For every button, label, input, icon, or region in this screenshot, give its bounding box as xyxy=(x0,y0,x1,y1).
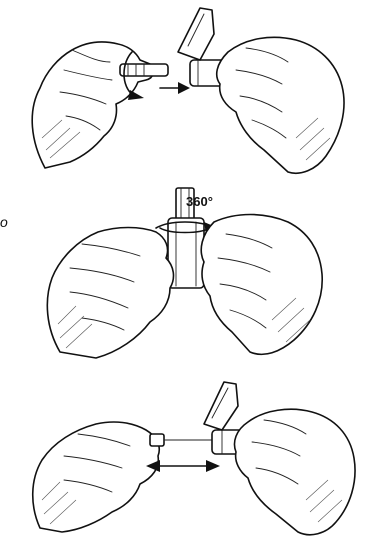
step-1-illustration xyxy=(0,0,366,182)
double-arrow-icon xyxy=(146,460,220,472)
needle-cap-icon xyxy=(120,64,168,76)
needle-icon xyxy=(150,434,214,446)
step-3-illustration xyxy=(0,372,366,541)
step-2-illustration: 360° xyxy=(0,182,366,372)
right-hand-icon xyxy=(201,215,322,355)
left-hand-icon xyxy=(32,42,153,168)
left-hand-icon xyxy=(47,228,173,359)
left-hand-icon xyxy=(33,422,160,532)
right-hand-icon xyxy=(235,409,356,535)
right-arrow-icon xyxy=(160,82,190,94)
right-hand-icon xyxy=(217,37,344,173)
rotation-label: 360° xyxy=(186,194,213,209)
